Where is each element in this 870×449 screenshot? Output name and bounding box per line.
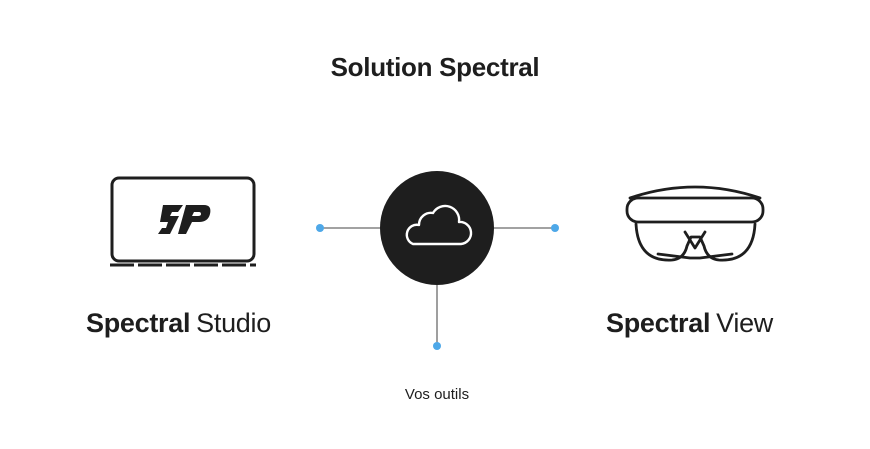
spectral-logo-icon bbox=[158, 205, 211, 234]
product-name: Studio bbox=[196, 308, 271, 338]
laptop-icon bbox=[110, 176, 256, 267]
brand-name: Spectral bbox=[86, 308, 191, 338]
connector-dot-bottom bbox=[433, 342, 441, 350]
connector-dot-left bbox=[316, 224, 324, 232]
brand-name: Spectral bbox=[606, 308, 711, 338]
headset-icon bbox=[625, 185, 765, 262]
connector-dot-right bbox=[551, 224, 559, 232]
tools-caption: Vos outils bbox=[404, 386, 470, 403]
cloud-icon bbox=[380, 171, 494, 285]
product-name: View bbox=[716, 308, 773, 338]
page-title: Solution Spectral bbox=[330, 52, 540, 82]
